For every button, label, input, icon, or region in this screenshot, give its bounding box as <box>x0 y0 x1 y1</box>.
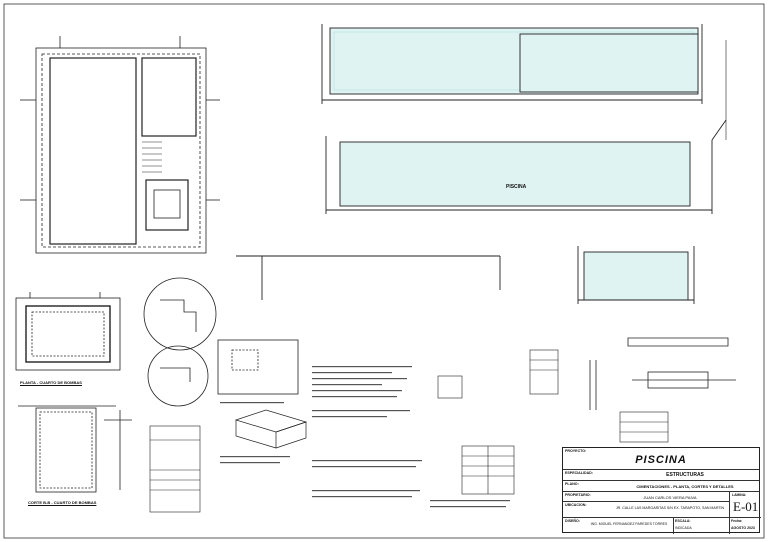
owner-value: JUAN CARLOS VIERA PAIVA <box>643 495 697 500</box>
owner-label: PROPIETARIO: <box>565 493 591 497</box>
caption-pump-room-section: CORTE B-B - CUARTO DE BOMBAS <box>28 500 97 505</box>
sheet-cell: LAMINA: E-01 <box>729 492 761 518</box>
location-value: JR. CALLE LAS MARGARITAS S/N EX. TARAPOT… <box>615 506 725 510</box>
spec-text-blocks <box>220 366 510 508</box>
bottom-row: DISEÑO: ING. MIGUEL FERNANDEZ PAREDES TO… <box>563 518 759 534</box>
owner-row: PROPIETARIO: JUAN CARLOS VIERA PAIVA <box>563 492 729 502</box>
sheet-number: E-01 <box>733 499 759 514</box>
plan-value: CIMENTACIONES - PLANTA, CORTES Y DETALLE… <box>636 484 734 489</box>
circle-detail-2 <box>147 345 209 407</box>
sheet-label: LAMINA: <box>732 493 747 497</box>
pool-section-c <box>236 246 695 304</box>
specialty-value: ESTRUCTURAS <box>666 472 704 478</box>
reinforcement-tables <box>149 349 669 513</box>
drawn-label: DISEÑO: <box>565 519 580 523</box>
caption-pool: PISCINA <box>506 184 527 190</box>
location-label: UBICACION: <box>565 503 587 507</box>
title-block: PROYECTO: PISCINA ESPECIALIDAD: ESTRUCTU… <box>562 447 761 534</box>
joint-detail <box>589 337 736 410</box>
date-value: AGOSTO 2023 <box>731 526 755 530</box>
rebar-3d-detail <box>234 409 308 449</box>
circle-detail-1 <box>143 277 217 351</box>
scale-label: ESCALA: <box>675 519 691 523</box>
date-label: Fecha: <box>731 519 743 523</box>
caption-pump-room-plan: PLANTA - CUARTO DE BOMBAS <box>20 380 82 385</box>
plan-label: PLANO: <box>565 482 579 486</box>
specialty-row: ESPECIALIDAD: ESTRUCTURAS <box>563 470 759 481</box>
drawn-value: ING. MIGUEL FERNANDEZ PAREDES TORRES <box>590 522 668 526</box>
pump-room-plan <box>15 292 121 371</box>
detail-box <box>217 339 299 395</box>
project-row: PROYECTO: PISCINA <box>563 448 759 470</box>
pool-section-b <box>325 40 727 214</box>
scale-value: INDICADA <box>675 526 692 530</box>
plan-row: PLANO: CIMENTACIONES - PLANTA, CORTES Y … <box>563 481 759 492</box>
pool-section-a <box>321 24 703 104</box>
project-name: PISCINA <box>635 454 687 466</box>
project-label: PROYECTO: <box>565 449 587 453</box>
pump-room-section <box>18 405 132 493</box>
foundation-plan <box>20 36 220 254</box>
specialty-label: ESPECIALIDAD: <box>565 471 593 475</box>
location-row: UBICACION: JR. CALLE LAS MARGARITAS S/N … <box>563 502 729 518</box>
